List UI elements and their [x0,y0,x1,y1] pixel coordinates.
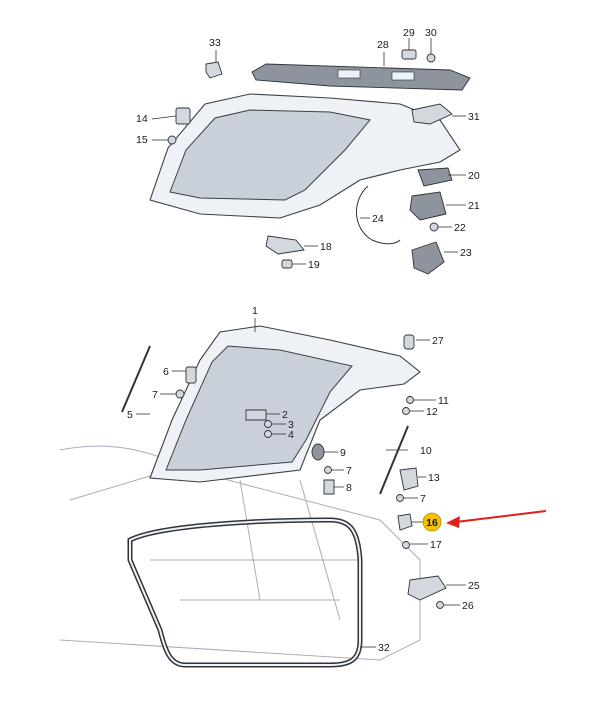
callout-15: 15 [136,134,148,146]
callout-5: 5 [127,409,133,421]
lock-part [409,191,447,221]
lower-assembly [59,325,447,668]
car-body-line [69,469,360,621]
highlight-arrow-shaft [455,510,547,523]
bracket-part [399,467,419,491]
leader-lines [136,38,466,648]
nut-part [402,407,410,415]
callout-2: 2 [282,409,288,421]
callouts: 33 28 29 30 14 15 31 20 21 22 23 24 18 1… [127,27,480,654]
screw-part [264,420,272,428]
door-seal-inner [129,518,361,666]
callout-19: 19 [308,259,320,271]
trim-strip-cutout [391,71,415,81]
latch-bracket-part [407,575,447,601]
callout-10: 10 [420,445,432,457]
callout-16: 16 [426,517,438,529]
cap-part [205,61,223,79]
tailgate-trim-opening [169,109,371,201]
callout-27: 27 [432,335,444,347]
motor-part [411,241,445,275]
callout-14: 14 [136,113,148,125]
callout-25: 25 [468,580,480,592]
clip-part [167,135,177,145]
car-body-outline [59,445,421,661]
screw-part [436,601,444,609]
cable-part [355,185,401,245]
screw-part [396,494,404,502]
bracket-part [185,366,197,384]
screw-part [402,541,410,549]
screw-part [429,222,439,232]
buffer-highlighted-part [397,513,413,531]
callout-17: 17 [430,539,442,551]
callout-22: 22 [454,222,466,234]
callout-30: 30 [425,27,437,39]
callout-7-center: 7 [346,465,352,477]
callout-12: 12 [426,406,438,418]
upper-trim-strip [251,63,471,91]
highlight-group: 16 [412,510,547,532]
callout-32: 32 [378,642,390,654]
gas-strut-right [379,425,409,495]
striker-part [323,479,335,495]
callout-28: 28 [377,39,389,51]
bracket-part [417,167,453,187]
highlight-arrow-head [446,516,460,528]
upper-assembly [149,49,471,275]
screw-part [406,396,414,404]
callout-23: 23 [460,247,472,259]
callout-13: 13 [428,472,440,484]
callout-6: 6 [163,366,169,378]
buffer-part [403,334,415,350]
screw-part [426,53,436,63]
callout-4: 4 [288,429,294,441]
callout-11: 11 [438,395,449,407]
callout-31: 31 [468,111,480,123]
bracket-part [411,103,453,125]
callout-8: 8 [346,482,352,494]
tailgate-window-opening [165,345,353,471]
gas-strut-left [121,345,151,413]
trim-strip-cutout [337,69,361,79]
callout-21: 21 [468,200,480,212]
callout-9: 9 [340,447,346,459]
callout-1: 1 [252,305,258,317]
callout-26: 26 [462,600,474,612]
callout-18: 18 [320,241,332,253]
callout-33: 33 [209,37,221,49]
screw-part [324,466,332,474]
hinge-part [245,409,267,421]
screw-part [175,389,185,399]
callout-20: 20 [468,170,480,182]
callout-29: 29 [403,27,415,39]
handle-part [265,235,305,255]
clip-part [281,259,293,269]
callout-7-left: 7 [152,389,158,401]
callout-24: 24 [372,213,384,225]
buffer-part [175,107,191,125]
highlight-marker [422,512,442,532]
buffer-part [311,443,325,461]
clip-part [401,49,417,60]
callout-3: 3 [288,419,294,431]
nut-part [264,430,272,438]
callout-7-right: 7 [420,493,426,505]
